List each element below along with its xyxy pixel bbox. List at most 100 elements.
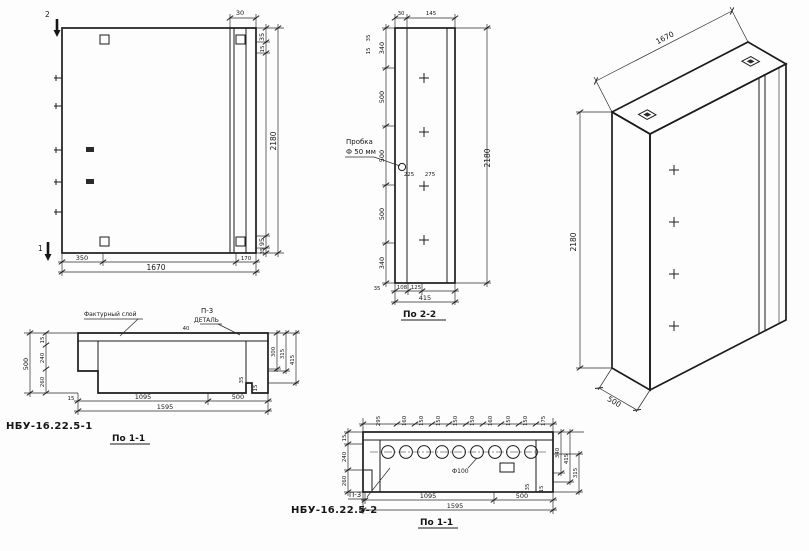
dim-text: 150 [419, 415, 425, 426]
dim-text: 40 [183, 326, 190, 332]
facing-layer [77, 332, 269, 342]
dim-text: 15 [366, 48, 372, 55]
section-arrow-icon [44, 254, 52, 261]
dim-text: 15 [40, 337, 46, 344]
dim-text: 15 [68, 396, 75, 402]
dim-text: 260 [342, 475, 348, 486]
dim-text: 108 [397, 285, 408, 291]
section-2-2-view: Пробка Ф 50 мм 30 145 [345, 11, 492, 321]
anchor-marks [669, 165, 679, 331]
dim-text: 15 [539, 486, 545, 493]
isometric-dimensions [576, 6, 749, 415]
dim-text: 2180 [483, 148, 492, 167]
dim-text: 300 [271, 346, 277, 357]
section-1-1-b-view: Ф100 П-3 [291, 415, 584, 529]
view-label: По 1-1 [420, 518, 453, 528]
dim-text: 175 [541, 416, 547, 426]
lifting-slot [740, 56, 761, 67]
dim-text: 150 [506, 415, 512, 426]
wall-hatch [394, 27, 408, 284]
dim-text: 1670 [654, 29, 675, 46]
holes-note: Ф100 [452, 468, 469, 475]
isometric-view: 1670 2180 500 [569, 6, 788, 415]
dim-text: 35 [239, 377, 245, 384]
dim-text: 15 [260, 46, 266, 53]
dim-text: 160 [402, 415, 408, 426]
dim-text: 340 [378, 42, 386, 54]
facing-layer-note: Фактурный слой [84, 311, 137, 318]
dim-text: 170 [241, 256, 252, 262]
dim-text: 30 [398, 11, 405, 17]
edge-hatch-band [245, 27, 257, 254]
dim-text: 35 [260, 248, 266, 255]
dim-text: 500 [22, 358, 30, 370]
detail-ref-note: П-3 [201, 307, 213, 315]
dim-text: 295 [376, 416, 382, 426]
dim-text: 150 [453, 415, 459, 426]
insert-detail [499, 462, 515, 473]
dim-text: 315 [280, 349, 286, 359]
view-label: По 2-2 [403, 310, 436, 320]
section-outline [362, 431, 554, 493]
lifting-loop [99, 34, 110, 45]
dim-text: 225 [404, 172, 414, 178]
dim-text: 315 [573, 468, 579, 478]
dim-text: 2180 [269, 131, 278, 150]
dim-text: 125 [411, 285, 421, 291]
dim-text: 145 [426, 11, 436, 17]
section-marker-top: 2 [45, 10, 61, 37]
dim-text: 150 [470, 415, 476, 426]
dim-text: 500 [606, 394, 623, 409]
dim-text: 500 [378, 208, 386, 220]
dim-text: 15 [253, 385, 259, 392]
dim-text: 275 [425, 172, 435, 178]
void-holes [381, 445, 538, 459]
panel-outline [61, 27, 257, 254]
dim-text: 35 [374, 286, 381, 292]
front-view: 2 1 [38, 9, 284, 276]
plug-note: Пробка [346, 138, 373, 146]
dim-text: 240 [40, 352, 46, 363]
dim-text: 1595 [447, 502, 464, 510]
view-label: По 1-1 [112, 434, 145, 444]
end-rib [77, 340, 99, 372]
dim-text: 1670 [146, 263, 165, 272]
lifting-loop [235, 34, 246, 45]
section-marker-bottom: 1 [38, 242, 52, 261]
dim-text: 1095 [420, 492, 437, 500]
section-number: 2 [45, 10, 50, 19]
detail-word-note: ДЕТАЛЬ [194, 317, 219, 324]
section-1-1-a-dimensions [24, 329, 300, 415]
section-1-1-b-dimensions [344, 418, 584, 514]
dim-text: 240 [342, 451, 348, 462]
side-face [611, 110, 651, 392]
end-rib [535, 439, 554, 493]
weld-mark [86, 147, 94, 152]
dim-text: 150 [436, 415, 442, 426]
dim-text: 415 [290, 355, 296, 365]
item-mark: НБУ-16.22.5-2 [291, 505, 378, 516]
front-face [649, 62, 787, 392]
dim-text: 2180 [569, 232, 578, 251]
lifting-slot [637, 109, 658, 120]
weld-mark [86, 179, 94, 184]
dim-text: 415 [564, 454, 570, 464]
dim-text: 30 [236, 9, 244, 17]
dim-text: 500 [378, 150, 386, 162]
dim-text: 15 [342, 435, 348, 442]
lifting-loop [99, 236, 110, 247]
dim-text: 340 [378, 257, 386, 269]
dim-text: 1095 [135, 393, 152, 401]
dim-text: 35 [366, 35, 372, 42]
dim-text: 35 [525, 484, 531, 491]
item-mark: НБУ-16.22.5-1 [6, 421, 93, 432]
facing-layer [362, 431, 554, 441]
dim-text: 500 [232, 393, 244, 401]
edge-ticks [54, 75, 62, 215]
dim-text: 260 [40, 376, 46, 387]
section-2-2-dimensions [382, 14, 491, 305]
section-1-1-a-view: Фактурный слой П-3 ДЕТАЛЬ 40 500 15 [6, 307, 300, 445]
dim-text: 1595 [157, 403, 174, 411]
dim-text: 500 [378, 91, 386, 103]
